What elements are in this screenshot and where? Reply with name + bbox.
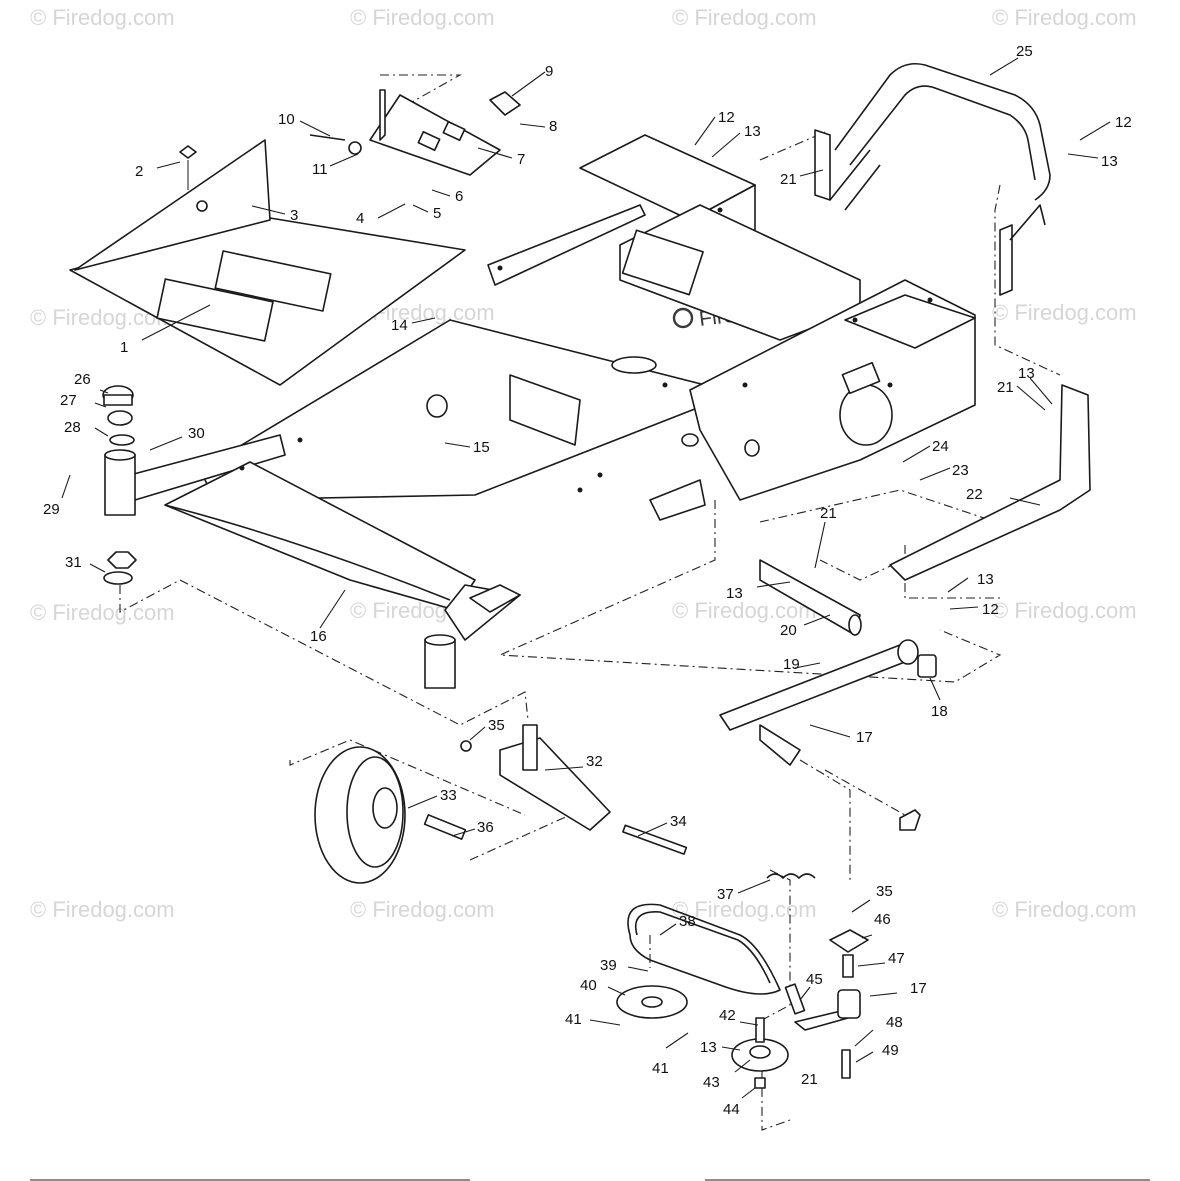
callout-label: 33 <box>440 787 457 804</box>
floor-plate-assembly <box>69 139 466 386</box>
callout-label: 5 <box>433 205 441 222</box>
watermark-text: © Firedog.com <box>350 5 495 30</box>
callout-label: 24 <box>932 438 949 455</box>
callout-label: 6 <box>455 188 463 205</box>
callout-label: 13 <box>1018 365 1035 382</box>
callout-label: 35 <box>488 717 505 734</box>
callout-label: 31 <box>65 554 82 571</box>
callout-label: 1 <box>120 339 128 356</box>
callout-label: 13 <box>977 571 994 588</box>
watermark-text: © Firedog.com <box>992 5 1137 30</box>
callout-label: 32 <box>586 753 603 770</box>
callout-label: 41 <box>652 1060 669 1077</box>
callout-label: 7 <box>517 151 525 168</box>
roll-bar-assembly <box>814 62 1091 581</box>
callout-label: 39 <box>600 957 617 974</box>
watermark-text: © Firedog.com <box>672 5 817 30</box>
callout-label: 21 <box>820 505 837 522</box>
callout-label: 40 <box>580 977 597 994</box>
watermark-text: © Firedog.com <box>672 598 817 623</box>
assembly-lines <box>119 74 1061 1131</box>
watermark-text: © Firedog.com <box>992 598 1137 623</box>
callout-label: 27 <box>60 392 77 409</box>
watermark-text: © Firedog.com <box>350 897 495 922</box>
callout-label: 12 <box>1115 114 1132 131</box>
watermark-text: © Firedog.com <box>992 897 1137 922</box>
callout-labels: 1 2 3 4 5 6 7 8 9 10 11 12 12 12 13 13 1… <box>43 43 1132 1118</box>
callout-label: 19 <box>783 656 800 673</box>
callout-label: 48 <box>886 1014 903 1031</box>
watermark-text: © Firedog.com <box>30 600 175 625</box>
callout-label: 36 <box>477 819 494 836</box>
callout-label: 13 <box>700 1039 717 1056</box>
callout-label: 9 <box>545 63 553 80</box>
callout-label: 3 <box>290 207 298 224</box>
callout-label: 4 <box>356 210 364 227</box>
callout-label: 47 <box>888 950 905 967</box>
callout-label: 12 <box>982 601 999 618</box>
callout-label: 38 <box>679 913 696 930</box>
callout-label: 21 <box>780 171 797 188</box>
callout-label: 49 <box>882 1042 899 1059</box>
leader-lines <box>61 57 1111 1099</box>
callout-label: 11 <box>312 161 328 178</box>
callout-label: 41 <box>565 1011 582 1028</box>
front-wheel-assembly <box>314 724 688 884</box>
callout-label: 8 <box>549 118 557 135</box>
callout-label: 21 <box>801 1071 818 1088</box>
callout-label: 46 <box>874 911 891 928</box>
callout-label: 15 <box>473 439 490 456</box>
callout-label: 17 <box>856 729 873 746</box>
callout-label: 21 <box>997 379 1014 396</box>
pivot-arm-assembly <box>719 559 937 831</box>
callout-label: 43 <box>703 1074 720 1091</box>
callout-label: 29 <box>43 501 60 518</box>
watermark-text: © Firedog.com <box>992 300 1137 325</box>
belt-pulley-assembly <box>616 873 869 1089</box>
callout-label: 28 <box>64 419 81 436</box>
callout-label: 13 <box>1101 153 1118 170</box>
callout-label: 14 <box>391 317 408 334</box>
caster-fork-assembly <box>102 385 137 585</box>
callout-label: 30 <box>188 425 205 442</box>
callout-label: 13 <box>726 585 743 602</box>
callout-label: 20 <box>780 622 797 639</box>
callout-label: 42 <box>719 1007 736 1024</box>
watermark-text: © Firedog.com <box>30 5 175 30</box>
bracket-assembly <box>309 89 521 176</box>
callout-label: 35 <box>876 883 893 900</box>
callout-label: 2 <box>135 163 143 180</box>
callout-label: 37 <box>717 886 734 903</box>
callout-label: 13 <box>744 123 761 140</box>
callout-label: 18 <box>931 703 948 720</box>
callout-label: 25 <box>1016 43 1033 60</box>
callout-label: 16 <box>310 628 327 645</box>
callout-label: 22 <box>966 486 983 503</box>
watermark-text: © Firedog.com <box>30 897 175 922</box>
callout-label: 17 <box>910 980 927 997</box>
chassis-frame <box>129 134 976 689</box>
callout-label: 26 <box>74 371 91 388</box>
callout-label: 23 <box>952 462 969 479</box>
callout-label: 45 <box>806 971 823 988</box>
callout-label: 10 <box>278 111 295 128</box>
callout-label: 34 <box>670 813 687 830</box>
callout-label: 12 <box>718 109 735 126</box>
callout-label: 44 <box>723 1101 740 1118</box>
